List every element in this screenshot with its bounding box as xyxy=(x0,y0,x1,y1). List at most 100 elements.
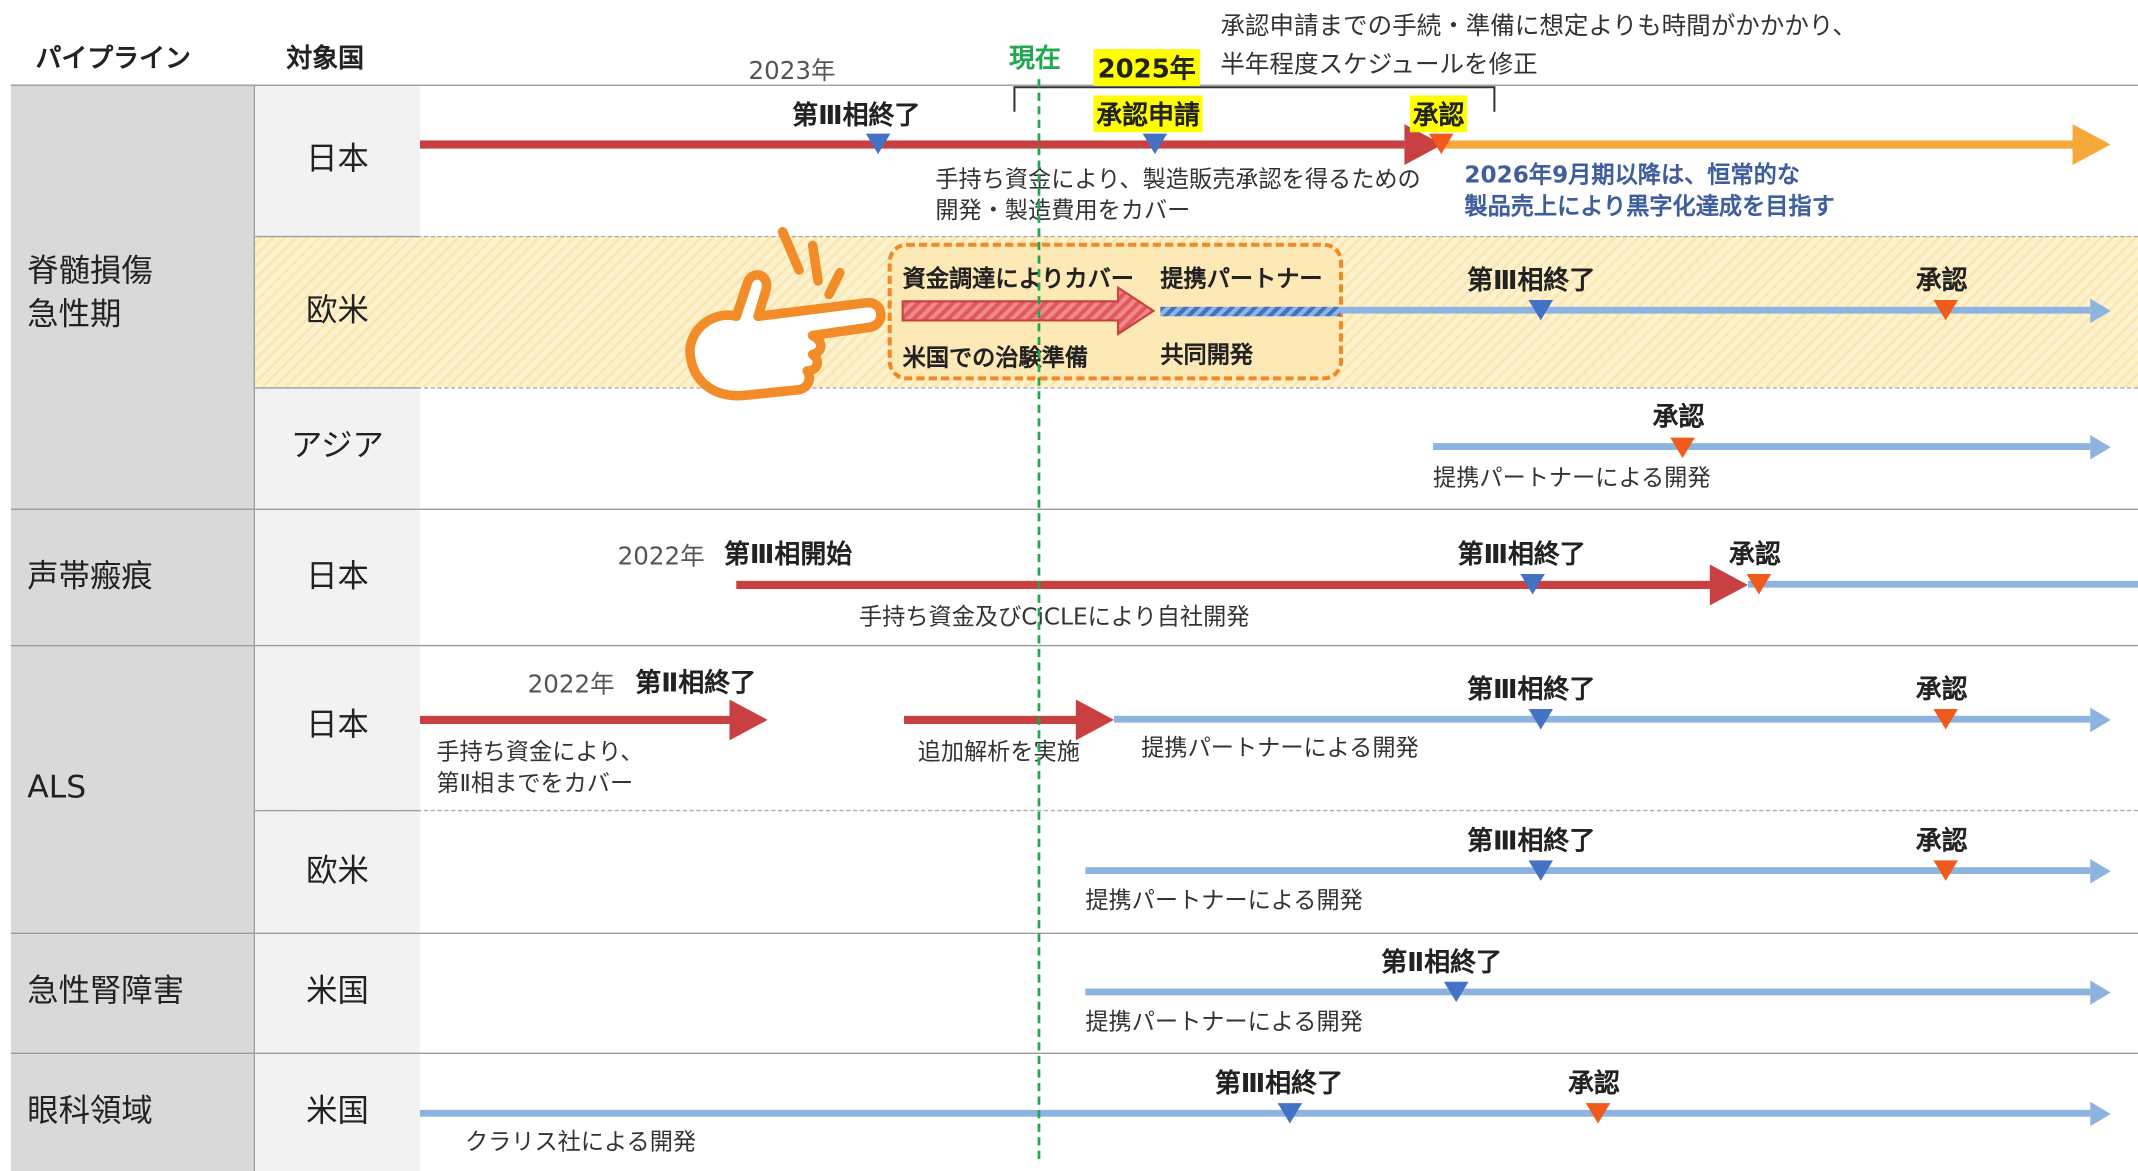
milestone-approve: 承認 xyxy=(1568,1068,1620,1099)
approval-marker-triangle xyxy=(1746,574,1772,595)
prep-label: 米国での治験準備 xyxy=(902,344,1089,373)
als-jp-note1: 手持ち資金により、 第Ⅱ相までをカバー xyxy=(436,739,644,798)
milestone-approve: 承認 xyxy=(1915,674,1968,705)
milestone-marker-triangle xyxy=(865,133,891,155)
bar-post-approval xyxy=(1442,140,2076,149)
vocal-jp-note: 手持ち資金及びCiCLEにより自社開発 xyxy=(859,604,1250,632)
approval-marker-triangle xyxy=(1933,860,1958,881)
approval-marker-triangle xyxy=(1585,1103,1611,1124)
bar-partner xyxy=(1085,867,2091,875)
divider xyxy=(253,235,2138,238)
bar-partner xyxy=(1085,988,2091,996)
funding-label: 資金調達によりカバー xyxy=(902,265,1134,294)
approval-marker-triangle xyxy=(1933,709,1958,730)
milestone-approve: 承認 xyxy=(1915,826,1968,857)
bar-partner xyxy=(1433,443,2091,450)
divider xyxy=(419,644,2138,647)
bar-own-funds xyxy=(904,715,1078,725)
sci-jp-goal: 2026年9月期以降は、恒常的な 製品売上により黒字化達成を目指す xyxy=(1464,162,1835,221)
header-pipeline: パイプライン xyxy=(35,43,191,74)
milestone-p3-end: 第Ⅲ相終了 xyxy=(1467,265,1596,296)
divider xyxy=(419,84,2138,86)
aki-us-note: 提携パートナーによる開発 xyxy=(1085,1008,1363,1037)
partner-label: 提携パートナー xyxy=(1160,265,1323,294)
arrow-head xyxy=(2090,707,2111,733)
bar-partner xyxy=(1748,580,2138,588)
milestone-marker-triangle xyxy=(1528,299,1554,321)
now-label: 現在 xyxy=(1008,43,1061,74)
joint-label: 共同開発 xyxy=(1160,342,1254,370)
milestone-marker-triangle xyxy=(1528,860,1554,881)
year-2023-label: 2023年 xyxy=(748,57,836,86)
now-line xyxy=(1037,79,1041,1159)
milestone-p3-end: 第Ⅲ相終了 xyxy=(1214,1068,1344,1099)
pipeline-vocal: 声帯瘢痕 xyxy=(10,508,254,645)
revision-note: 承認申請までの手続・準備に想定よりも時間がかかかり、 半年程度スケジュールを修正 xyxy=(1220,12,1857,80)
divider xyxy=(419,508,2138,510)
bar-own-funds xyxy=(419,140,1405,149)
eye-us-note: クラリス社による開発 xyxy=(464,1128,697,1157)
milestone-marker-triangle xyxy=(1528,709,1554,730)
country-sci-jp: 日本 xyxy=(253,84,420,236)
milestone-p3-end: 第Ⅲ相終了 xyxy=(792,100,921,131)
milestone-p3-end: 第Ⅲ相終了 xyxy=(1467,674,1596,705)
milestone-marker-triangle xyxy=(1277,1103,1303,1124)
als-jp-note3: 提携パートナーによる開発 xyxy=(1141,734,1419,763)
year-2022-label: 2022年 xyxy=(617,542,705,572)
bar-partner xyxy=(419,1109,2091,1117)
arrow-head xyxy=(2072,124,2111,165)
milestone-p2-end: 第Ⅱ相終了 xyxy=(635,668,757,699)
milestone-p3-end: 第Ⅲ相終了 xyxy=(1467,826,1596,857)
approval-marker-triangle xyxy=(1428,133,1454,155)
bar-partner xyxy=(1113,715,2091,723)
milestone-approve: 承認 xyxy=(1652,402,1705,433)
pipeline-als: ALS xyxy=(10,644,254,933)
approval-marker-triangle xyxy=(1670,437,1695,459)
year-2022-label: 2022年 xyxy=(527,670,615,700)
milestone-p2-end: 第Ⅱ相終了 xyxy=(1381,947,1502,978)
milestone-approve: 承認 xyxy=(1409,95,1468,133)
milestone-marker-triangle xyxy=(1443,981,1469,1003)
header-country: 対象国 xyxy=(286,43,365,74)
divider xyxy=(253,387,2138,389)
pipeline-eye: 眼科領域 xyxy=(10,1052,254,1171)
bar-partner xyxy=(1340,306,2091,314)
milestone-marker-triangle xyxy=(1520,574,1545,595)
approval-marker-triangle xyxy=(1933,299,1958,321)
als-eu-note: 提携パートナーによる開発 xyxy=(1085,887,1363,915)
revision-bracket xyxy=(1013,86,1496,112)
arrow-head xyxy=(2090,434,2111,460)
country-aki-us: 米国 xyxy=(253,932,420,1053)
sci-jp-note: 手持ち資金により、製造販売承認を得るための 開発・製造費用をカバー xyxy=(935,166,1421,225)
bar-joint-dev xyxy=(1160,306,1341,317)
pipeline-aki: 急性腎障害 xyxy=(10,932,254,1053)
country-eye-us: 米国 xyxy=(253,1052,420,1171)
pointing-hand-icon xyxy=(685,227,886,401)
country-sci-eu: 欧米 xyxy=(253,235,420,388)
country-sci-asia: アジア xyxy=(253,387,420,509)
arrow-head xyxy=(2090,980,2111,1005)
arrow-head xyxy=(1709,564,1749,606)
sci-asia-note: 提携パートナーによる開発 xyxy=(1433,464,1711,493)
country-als-eu: 欧米 xyxy=(253,809,420,933)
country-vocal-jp: 日本 xyxy=(253,508,420,645)
milestone-p3-end: 第Ⅲ相終了 xyxy=(1457,539,1586,570)
country-als-jp: 日本 xyxy=(253,644,420,810)
pipeline-sci: 脊髄損傷 急性期 xyxy=(10,84,254,509)
divider xyxy=(419,932,2138,934)
year-2025-label: 2025年 xyxy=(1093,49,1200,86)
milestone-approve: 承認 xyxy=(1728,539,1781,570)
arrow-head xyxy=(1075,699,1114,741)
arrow-head xyxy=(729,699,768,741)
divider xyxy=(253,809,2138,812)
milestone-marker-triangle xyxy=(1142,133,1168,155)
bar-own-funds xyxy=(419,715,731,725)
arrow-head xyxy=(2090,1101,2111,1127)
arrow-head xyxy=(2090,298,2111,324)
als-jp-note2: 追加解析を実施 xyxy=(917,739,1080,767)
milestone-apply: 承認申請 xyxy=(1093,95,1203,133)
milestone-p3-start: 第Ⅲ相開始 xyxy=(724,539,853,570)
bar-own-funds xyxy=(736,580,1712,590)
arrow-head xyxy=(2090,859,2111,884)
